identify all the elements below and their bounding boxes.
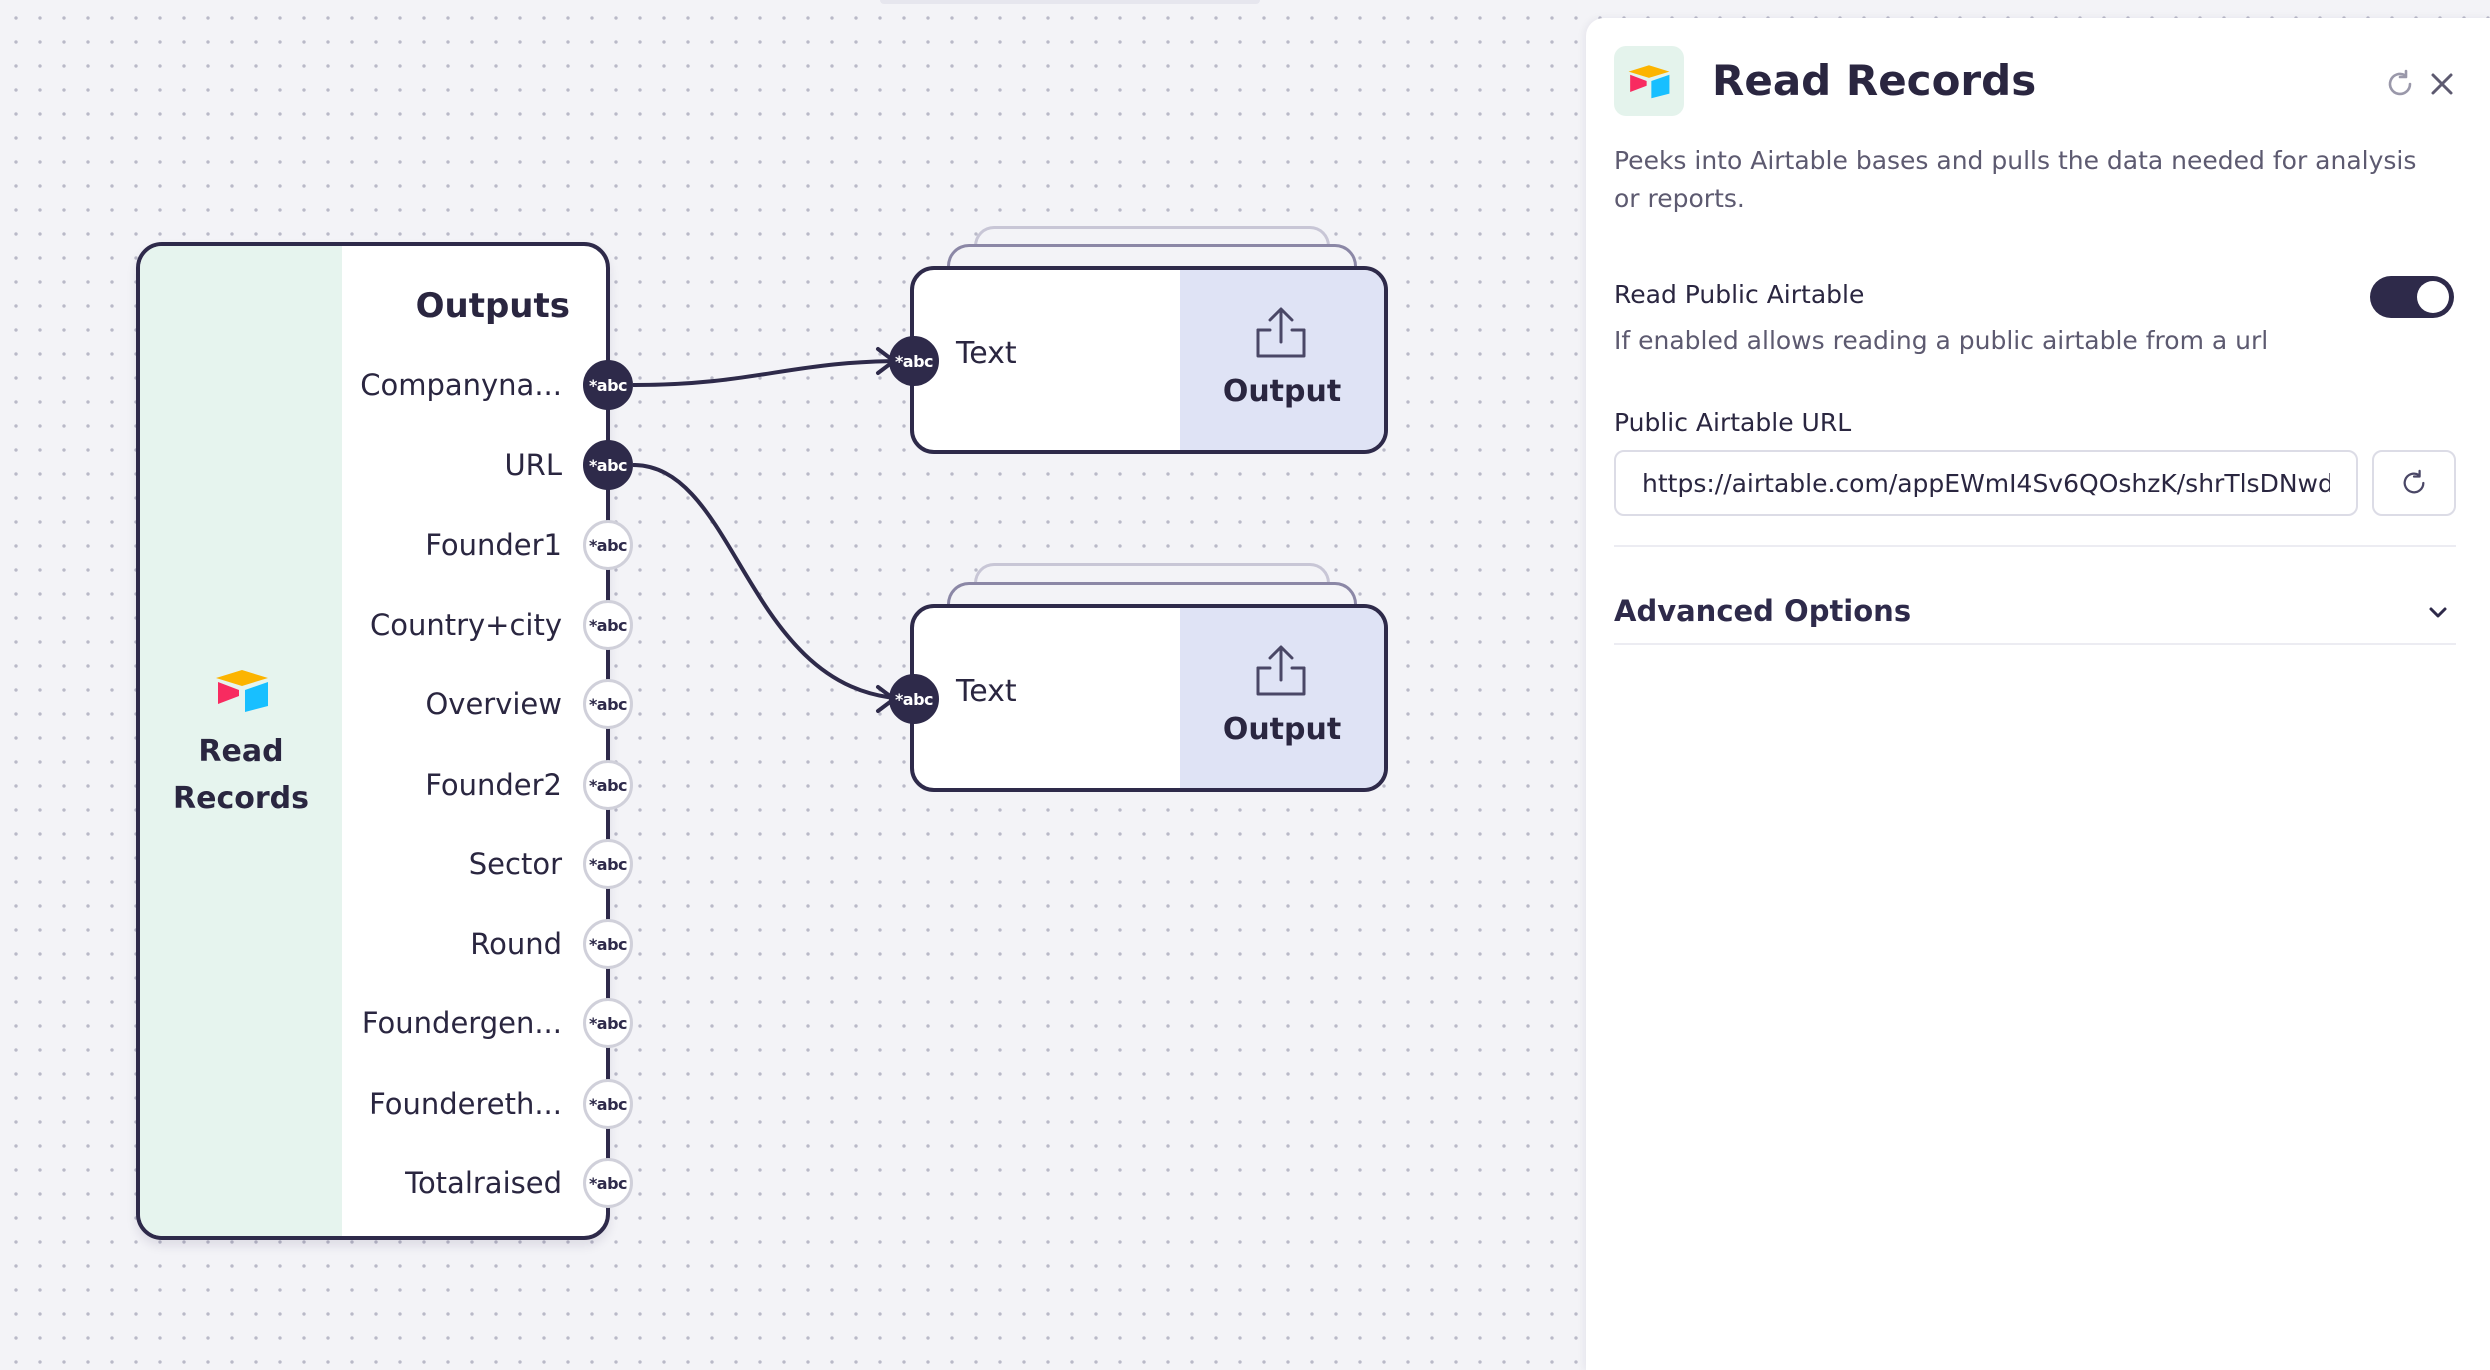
wire-url-to-output2 <box>632 463 913 701</box>
output-port-founderethnicity[interactable]: *abc <box>583 1079 633 1129</box>
node-label-panel: Read Records <box>140 246 342 1236</box>
field-label-url: URL <box>504 448 562 482</box>
field-label-totalraised: Totalraised <box>405 1166 562 1200</box>
read-public-airtable-toggle[interactable] <box>2370 276 2454 318</box>
output-port-overview[interactable]: *abc <box>583 679 633 729</box>
node-title: Read Records <box>173 734 309 816</box>
panel-description: Peeks into Airtable bases and pulls the … <box>1614 146 2417 213</box>
output-port-url[interactable]: *abc <box>583 440 633 490</box>
output-node-title: Output <box>1222 712 1342 747</box>
output-input-label: Text <box>956 674 1017 709</box>
field-label-founderethnicity: Foundereth... <box>369 1087 562 1121</box>
output-port-companyname[interactable]: *abc <box>583 360 633 410</box>
field-label-sector: Sector <box>468 847 562 881</box>
input-port-output-1[interactable]: *abc <box>889 336 939 386</box>
advanced-options-label: Advanced Options <box>1614 594 1912 628</box>
output-input-label: Text <box>956 336 1017 371</box>
output-port-sector[interactable]: *abc <box>583 839 633 889</box>
canvas-top-edge <box>880 0 1260 4</box>
public-airtable-url-label: Public Airtable URL <box>1614 408 1852 437</box>
output-port-totalraised[interactable]: *abc <box>583 1158 633 1208</box>
output-panel: Output <box>1180 608 1384 788</box>
url-refresh-button[interactable] <box>2372 450 2456 516</box>
output-node-title: Output <box>1222 374 1342 409</box>
output-node-2[interactable]: Text Output <box>910 604 1388 792</box>
divider <box>1614 545 2456 547</box>
upload-icon <box>1256 645 1306 696</box>
output-node-1[interactable]: Text Output <box>910 266 1388 454</box>
field-label-foundergender: Foundergen... <box>361 1006 562 1040</box>
read-public-airtable-help: If enabled allows reading a public airta… <box>1614 326 2269 355</box>
field-label-founder2: Founder2 <box>425 768 562 802</box>
wire-companyname-to-output1 <box>632 358 913 387</box>
upload-icon <box>1256 307 1306 358</box>
outputs-heading: Outputs <box>415 286 570 326</box>
field-label-round: Round <box>470 927 562 961</box>
airtable-logo-icon <box>1628 65 1670 99</box>
field-label-founder1: Founder1 <box>425 528 562 562</box>
output-panel: Output <box>1180 270 1384 450</box>
panel-logo <box>1614 46 1684 116</box>
close-icon <box>2431 73 2453 95</box>
close-button[interactable] <box>2424 66 2460 102</box>
output-port-foundergender[interactable]: *abc <box>583 998 633 1048</box>
field-label-companyname: Companyna... <box>360 368 562 402</box>
public-airtable-url-input[interactable] <box>1614 450 2358 516</box>
output-port-founder1[interactable]: *abc <box>583 520 633 570</box>
divider <box>1614 643 2456 645</box>
refresh-icon <box>2403 469 2425 494</box>
refresh-icon <box>2388 69 2412 96</box>
input-port-output-2[interactable]: *abc <box>889 674 939 724</box>
refresh-button[interactable] <box>2382 66 2418 102</box>
read-public-airtable-label: Read Public Airtable <box>1614 280 1865 309</box>
field-label-overview: Overview <box>425 687 562 721</box>
output-port-country-city[interactable]: *abc <box>583 600 633 650</box>
panel-title: Read Records <box>1712 56 2037 105</box>
toggle-knob <box>2417 281 2449 313</box>
field-label-country-city: Country+city <box>369 608 562 642</box>
output-port-round[interactable]: *abc <box>583 919 633 969</box>
chevron-down-icon <box>2429 607 2447 618</box>
airtable-logo-icon <box>216 670 268 712</box>
output-port-founder2[interactable]: *abc <box>583 760 633 810</box>
read-records-node[interactable]: Read Records Outputs Companyna... URL Fo… <box>136 242 610 1240</box>
advanced-options-toggle[interactable]: Advanced Options <box>1614 564 2456 660</box>
node-settings-panel: Read Records Peeks into Airtable bases a… <box>1586 18 2490 1370</box>
